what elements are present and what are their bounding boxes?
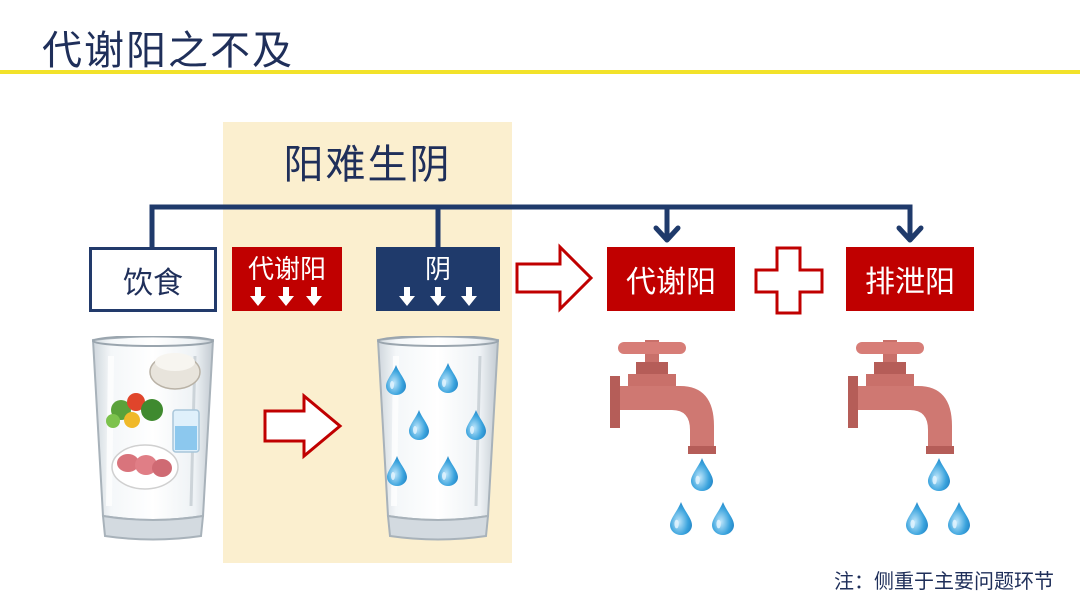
process-arrow-right — [515, 243, 594, 313]
food-label: 饮食 — [123, 265, 183, 301]
arrowhead-excretion — [896, 225, 924, 243]
metabolic-yang-box: 代谢阳 — [607, 247, 735, 311]
yin-box: 阴 — [376, 247, 500, 311]
food-contents-icon — [106, 353, 201, 490]
title-underline — [0, 70, 1080, 74]
food-box: 饮食 — [89, 247, 217, 312]
footnote: 注：侧重于主要问题环节 — [834, 569, 1054, 593]
inner-arrow-right — [263, 392, 343, 460]
faucet-drops-icon — [906, 458, 970, 535]
down-arrows-icon — [399, 287, 477, 306]
arrowhead-metabolic — [653, 225, 681, 243]
faucet-icon — [610, 340, 716, 454]
excretion-yang-label: 排泄阳 — [865, 265, 955, 300]
faucet-drops-icon — [670, 458, 734, 535]
highlight-title: 阳难生阴 — [283, 142, 452, 188]
faucet-icon — [848, 340, 954, 454]
metabolic-yang-label: 代谢阳 — [626, 265, 716, 300]
top-connector — [149, 204, 913, 247]
yin-label: 阴 — [424, 255, 451, 285]
excretion-yang-box: 排泄阳 — [846, 247, 974, 311]
down-arrows-icon — [250, 287, 322, 306]
metabolic-yang-small-box: 代谢阳 — [232, 247, 342, 311]
page-title: 代谢阳之不及 — [42, 28, 294, 74]
metabolic-yang-small-label: 代谢阳 — [247, 255, 326, 285]
plus-sign — [754, 246, 824, 315]
